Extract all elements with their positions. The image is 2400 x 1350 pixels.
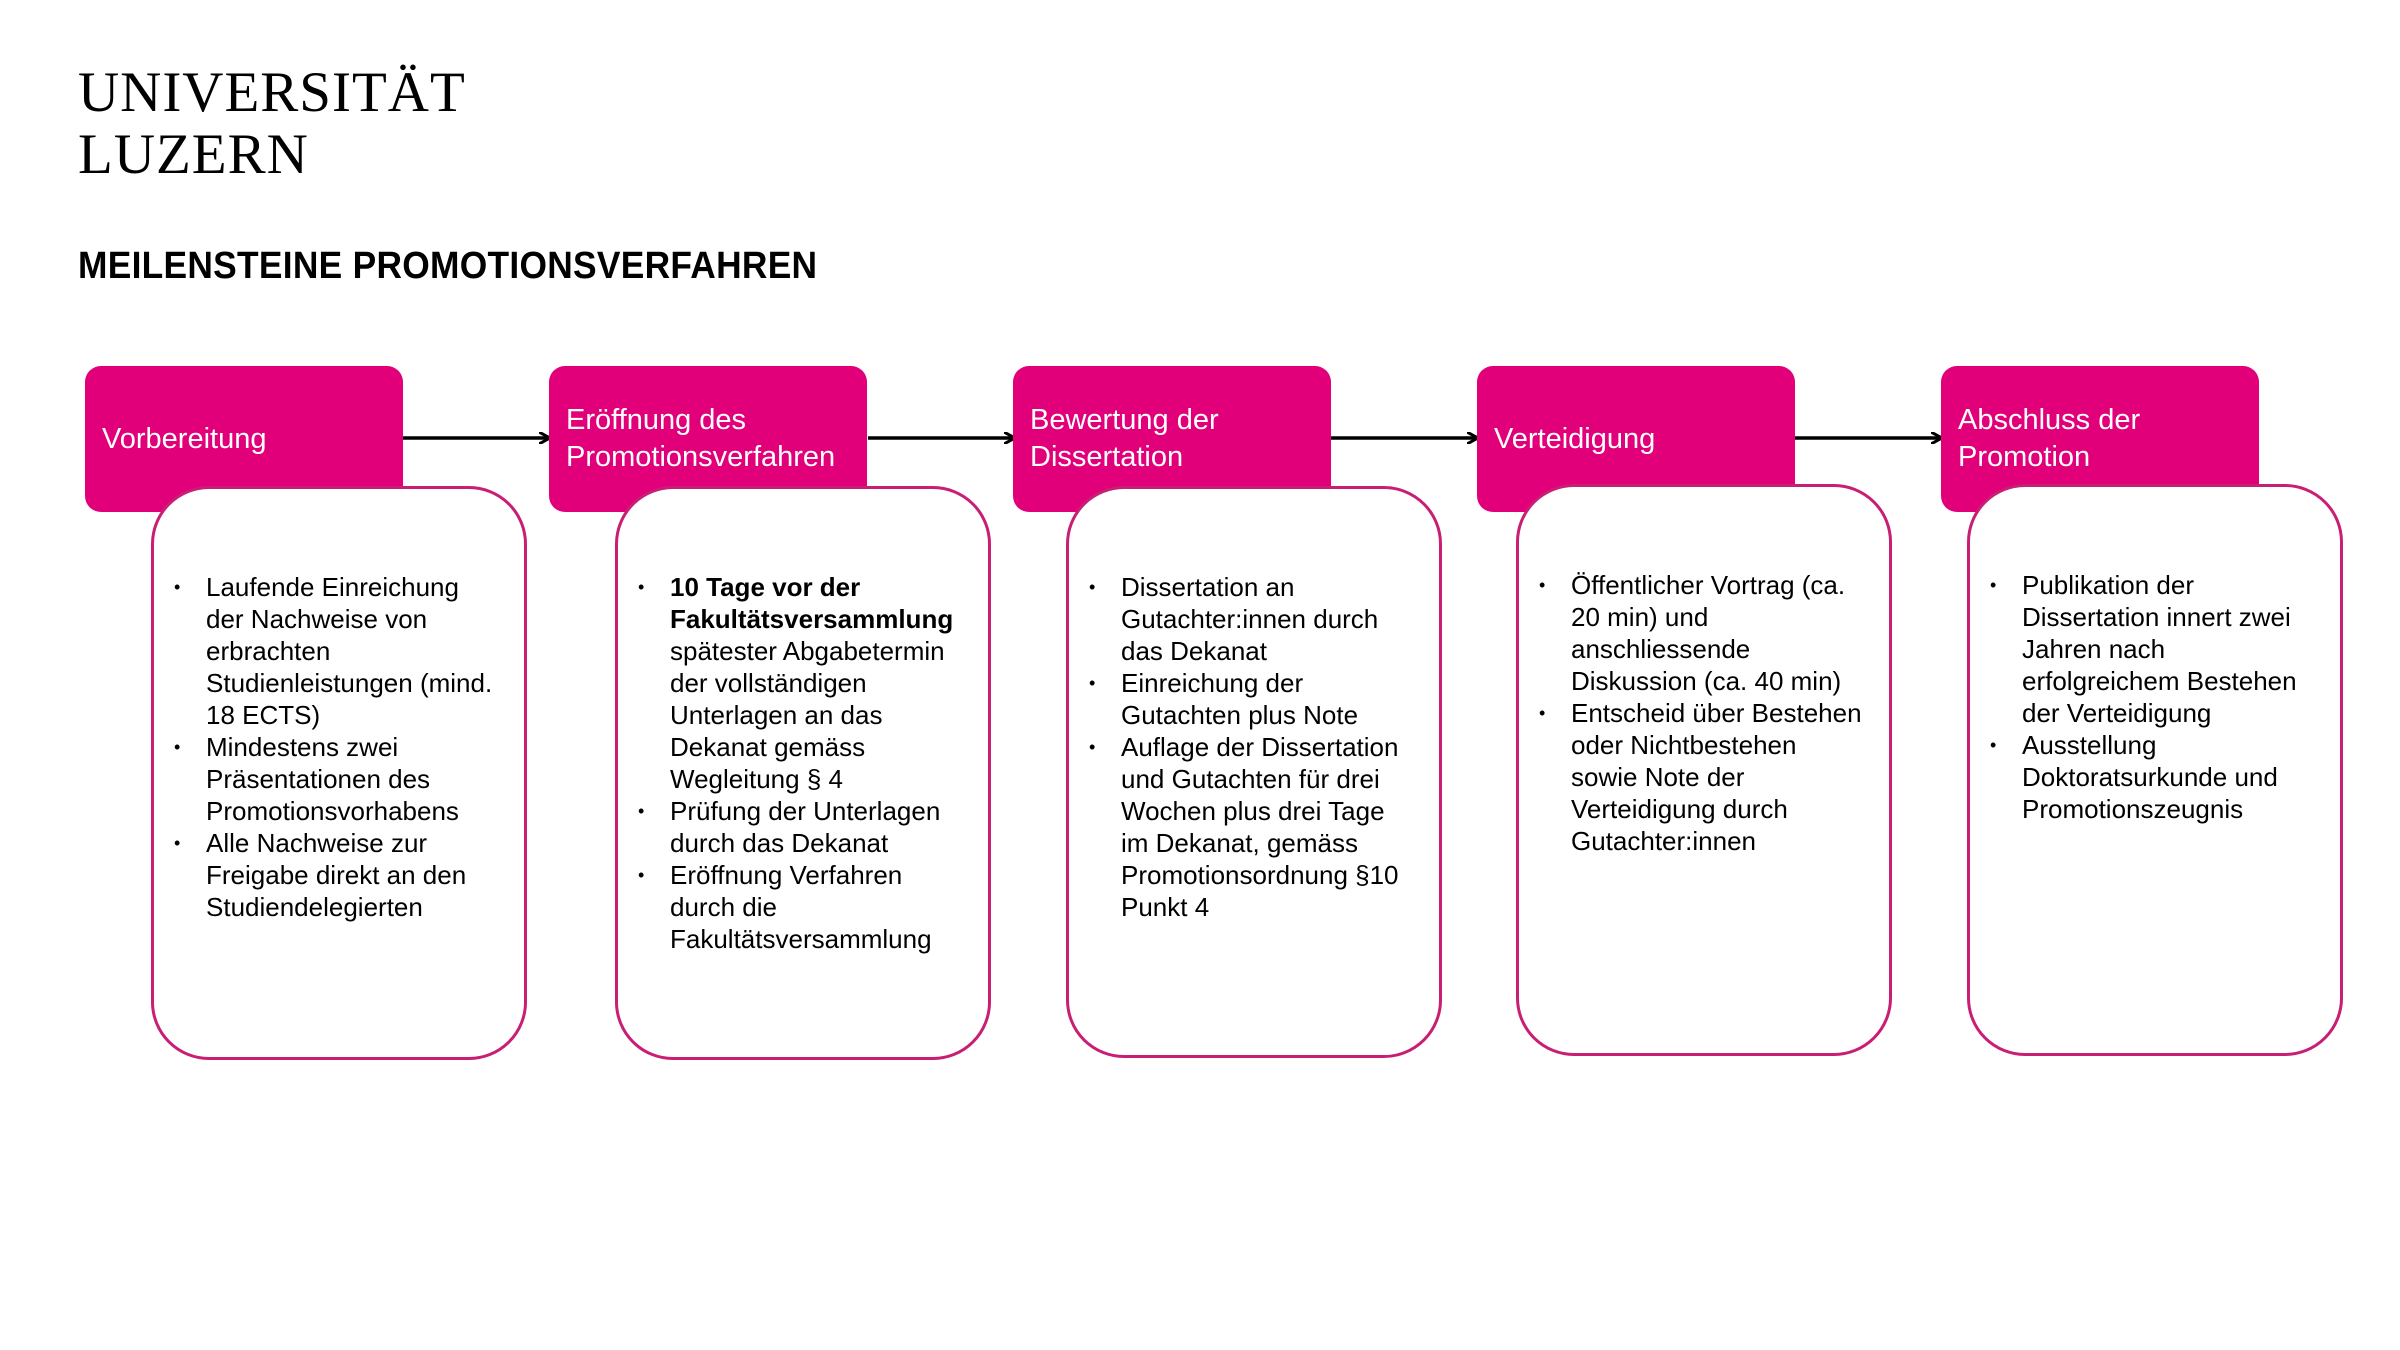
list-item: Dissertation an Gutachter:innen durch da… (1089, 571, 1417, 667)
stage-label: Verteidigung (1494, 422, 1656, 455)
list-item: Einreichung der Gutachten plus Note (1089, 667, 1417, 731)
list-item: Ausstellung Doktoratsurkunde und Promoti… (1990, 729, 2318, 825)
stage-card-abschluss: Publikation der Dissertation innert zwei… (1967, 484, 2343, 1056)
list-item-rest: spätester Abgabetermin der vollständigen… (670, 636, 945, 794)
stage-items: Laufende Einreichung der Nachweise von e… (174, 571, 502, 923)
stage-card-verteidigung: Öffentlicher Vortrag (ca. 20 min) und an… (1516, 484, 1892, 1056)
logo-line-1: UNIVERSITÄT (78, 61, 466, 124)
logo-line-2: LUZERN (78, 123, 309, 186)
stage-card-eroeffnung: 10 Tage vor der Fakultätsversammlung spä… (615, 486, 991, 1060)
stage-label: Bewertung der Dissertation (1030, 404, 1219, 473)
list-item: 10 Tage vor der Fakultätsversammlung spä… (638, 571, 966, 795)
list-item: Auflage der Dissertation und Gutachten f… (1089, 731, 1417, 923)
stage-items: Dissertation an Gutachter:innen durch da… (1089, 571, 1417, 923)
list-item: Mindestens zwei Präsentationen des Promo… (174, 731, 502, 827)
stage-card-vorbereitung: Laufende Einreichung der Nachweise von e… (151, 486, 527, 1060)
list-item: Entscheid über Bestehen oder Nichtbesteh… (1539, 697, 1867, 857)
deadline-emphasis: 10 Tage vor der Fakultätsversammlung (670, 572, 954, 634)
list-item: Publikation der Dissertation innert zwei… (1990, 569, 2318, 729)
list-item: Alle Nachweise zur Freigabe direkt an de… (174, 827, 502, 923)
list-item: Eröffnung Verfahren durch die Fakultätsv… (638, 859, 966, 955)
stage-items: Publikation der Dissertation innert zwei… (1990, 569, 2318, 825)
university-logo: UNIVERSITÄT LUZERN (78, 62, 466, 186)
stage-label: Eröffnung des Promotionsverfahren (566, 404, 836, 473)
list-item: Laufende Einreichung der Nachweise von e… (174, 571, 502, 731)
list-item: Öffentlicher Vortrag (ca. 20 min) und an… (1539, 569, 1867, 697)
stage-label: Abschluss der Promotion (1958, 404, 2141, 473)
page-title: MEILENSTEINE PROMOTIONSVERFAHREN (78, 245, 818, 287)
stage-items: Öffentlicher Vortrag (ca. 20 min) und an… (1539, 569, 1867, 857)
stage-card-bewertung: Dissertation an Gutachter:innen durch da… (1066, 486, 1442, 1058)
list-item: Prüfung der Unterlagen durch das Dekanat (638, 795, 966, 859)
stage-items: 10 Tage vor der Fakultätsversammlung spä… (638, 571, 966, 955)
stage-label: Vorbereitung (102, 422, 267, 455)
